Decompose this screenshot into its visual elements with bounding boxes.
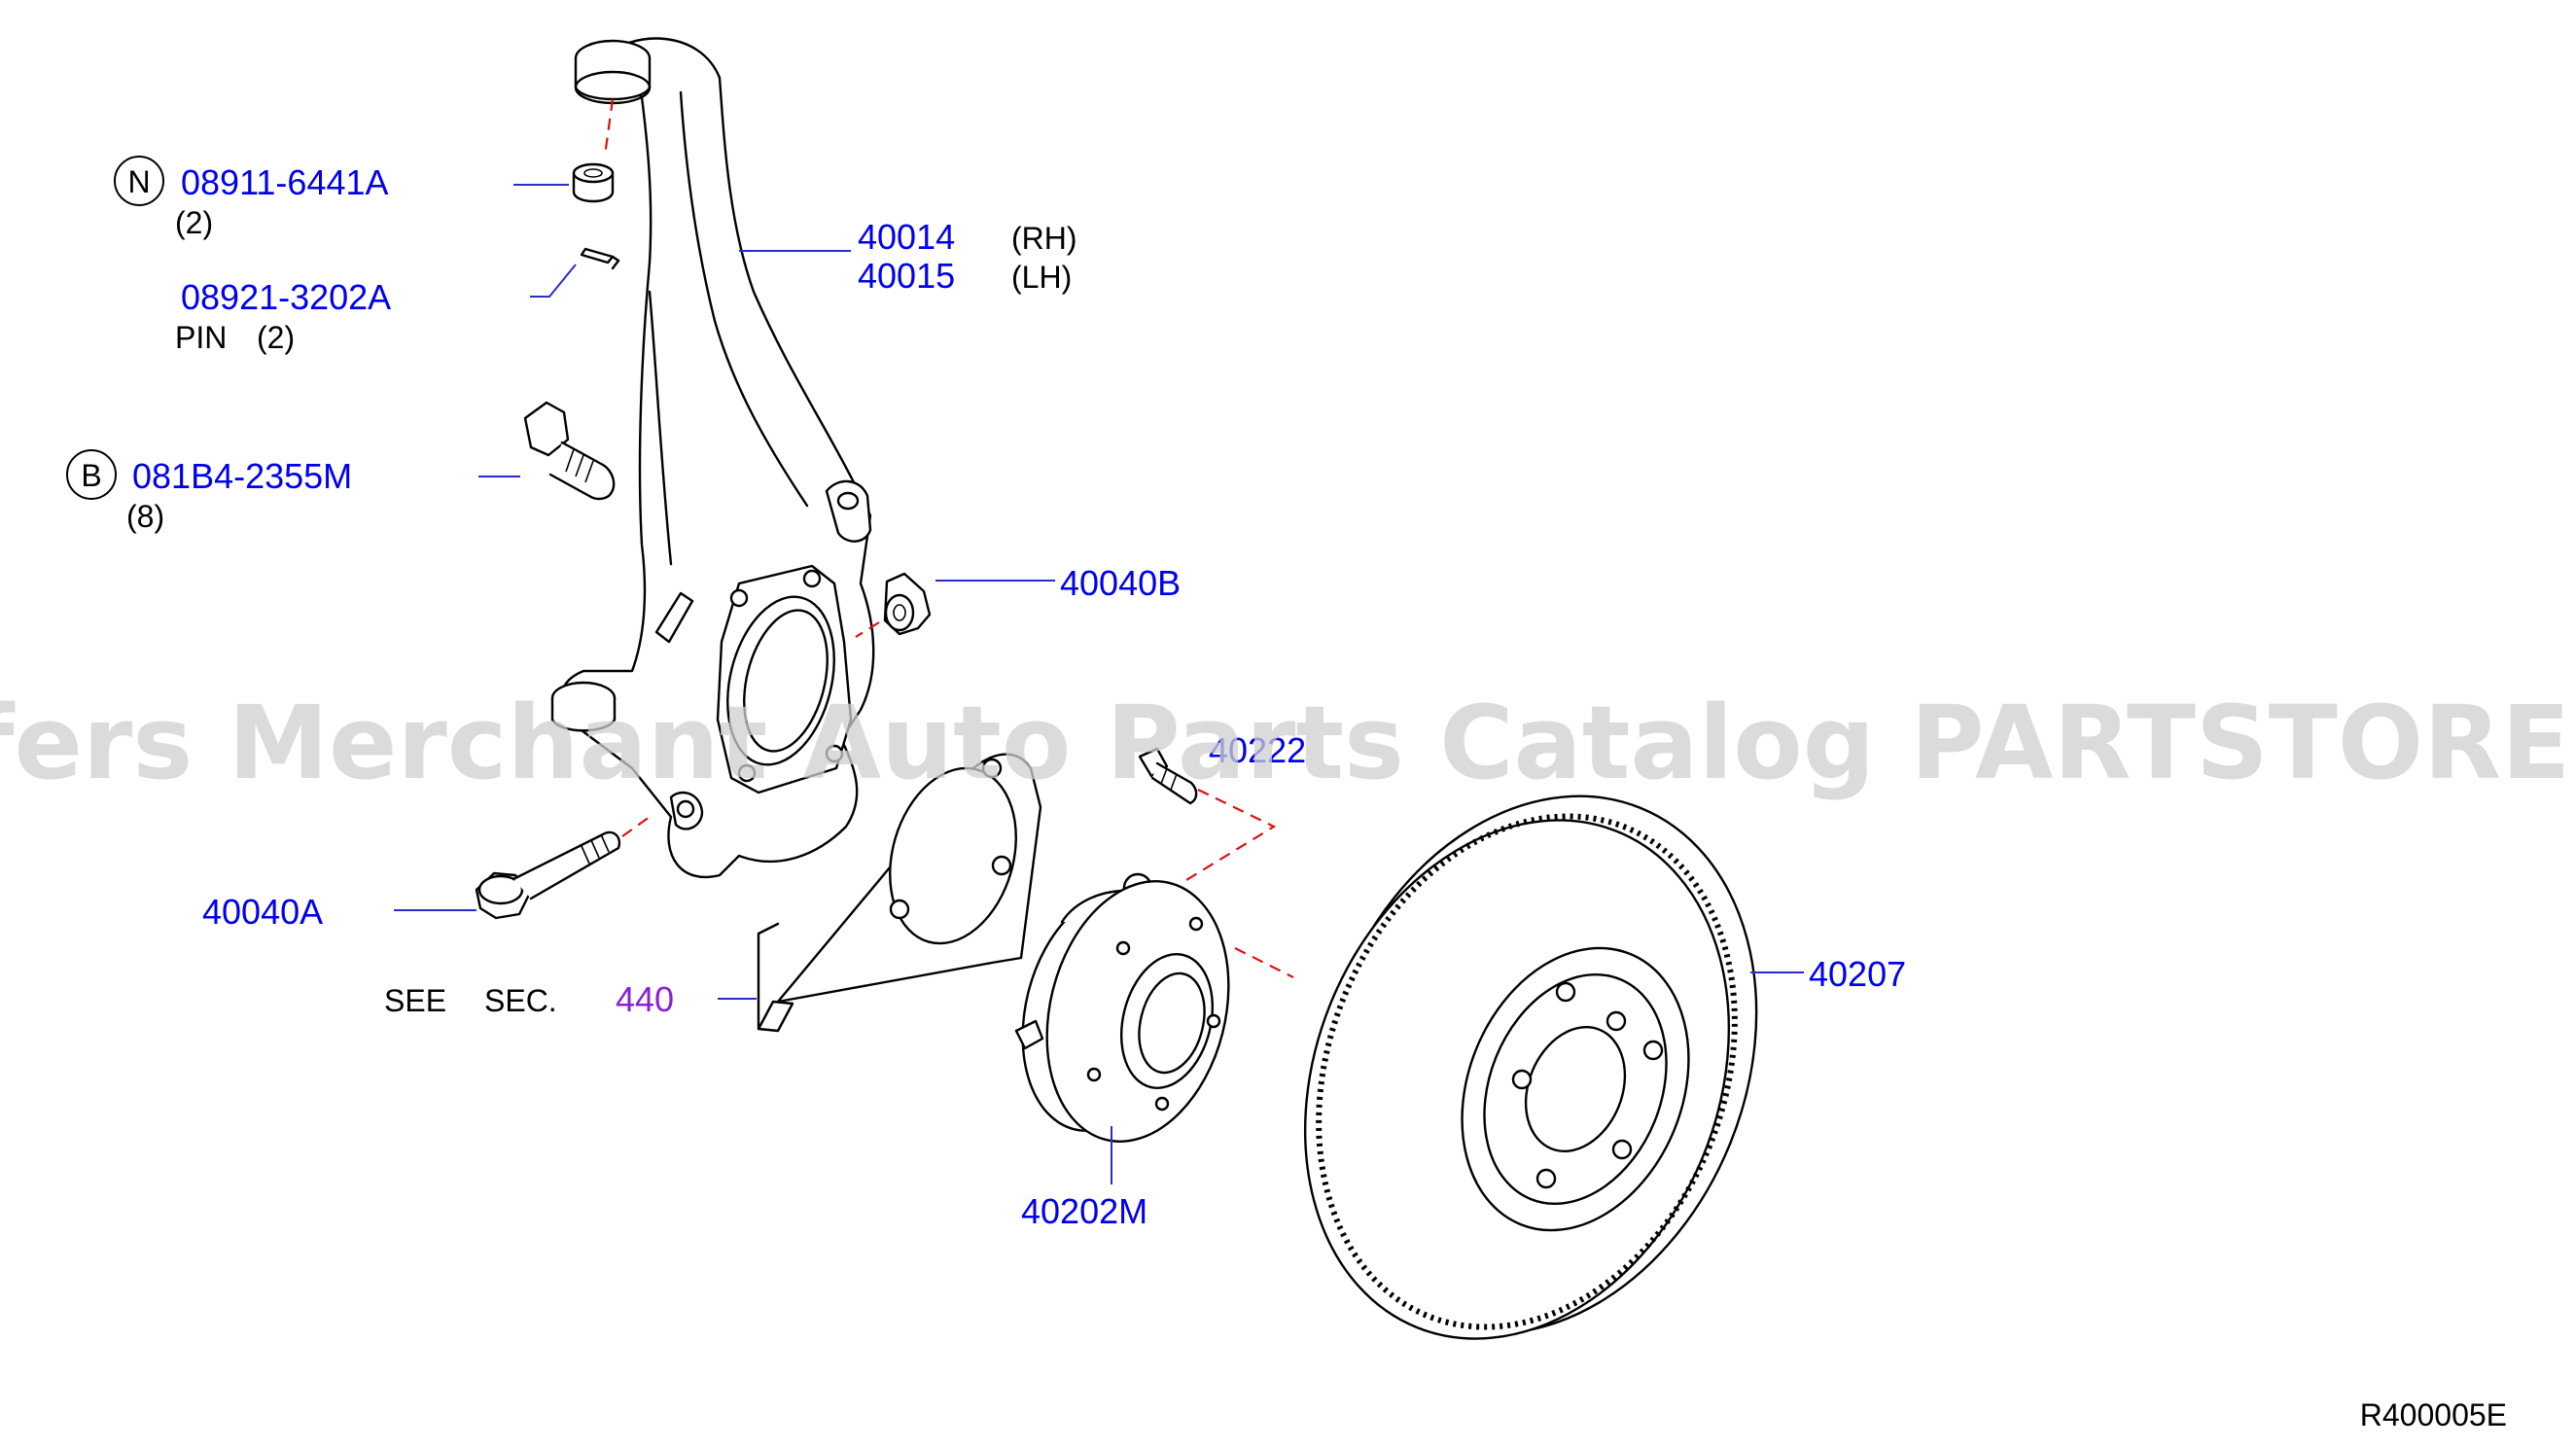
knuckle-lh-part-number[interactable]: 40015: [858, 256, 955, 296]
nut-marker: N: [127, 164, 150, 199]
bushing-part-number[interactable]: 40040B: [1060, 563, 1181, 603]
bolt-a-part-number[interactable]: 40040A: [202, 892, 323, 932]
bolt-b-marker: B: [81, 458, 101, 493]
nut-part-number[interactable]: 08911-6441A: [181, 162, 389, 202]
stud-part-number[interactable]: 40222: [1209, 730, 1306, 770]
pin-label: PIN: [175, 320, 227, 355]
leader-lines: [394, 184, 1804, 1184]
knuckle-lh-side: (LH): [1011, 260, 1072, 295]
callout-knuckle: 40014 (RH) 40015 (LH): [858, 217, 1077, 296]
stud-drawing: [1138, 747, 1198, 805]
hub-bearing-drawing: [1014, 872, 1230, 1143]
pin-part-number[interactable]: 08921-3202A: [181, 277, 391, 317]
bolt-b-part-number[interactable]: 081B4-2355M: [132, 456, 352, 496]
backing-plate-drawing: [757, 753, 1042, 1033]
cotter-pin-drawing: [580, 247, 620, 270]
callout-bolt-b: B 081B4-2355M (8): [66, 449, 352, 534]
callout-backing-plate: SEE SEC. 440: [384, 979, 674, 1019]
callout-pin: 08921-3202A PIN (2): [175, 277, 391, 355]
bolt-a-drawing: [475, 830, 621, 920]
nut-marker-circle: [114, 156, 164, 206]
see-label: SEE: [384, 983, 446, 1018]
diagram-code: R400005E: [2360, 1397, 2507, 1432]
nut-quantity: (2): [175, 205, 213, 240]
steering-knuckle-drawing: [550, 37, 875, 878]
section-reference-link[interactable]: 440: [616, 979, 674, 1019]
hub-part-number[interactable]: 40202M: [1021, 1191, 1147, 1231]
bolt-b-marker-circle: [66, 449, 117, 500]
brake-rotor-drawing: [1303, 795, 1758, 1340]
bolt-b-quantity: (8): [126, 499, 164, 534]
knuckle-rh-side: (RH): [1011, 221, 1077, 256]
nut-drawing: [572, 162, 615, 203]
rotor-part-number[interactable]: 40207: [1809, 954, 1906, 994]
bolt-b-drawing: [523, 401, 616, 501]
watermark-text: Offers Merchant Auto Parts Catalog PARTS…: [0, 684, 2576, 802]
bushing-drawing: [883, 572, 932, 636]
section-label: SEC.: [484, 983, 557, 1018]
assembly-guide-lines: [603, 98, 1294, 978]
pin-quantity: (2): [257, 320, 295, 355]
callout-nut: N 08911-6441A (2): [114, 156, 389, 240]
knuckle-rh-part-number[interactable]: 40014: [858, 217, 955, 257]
